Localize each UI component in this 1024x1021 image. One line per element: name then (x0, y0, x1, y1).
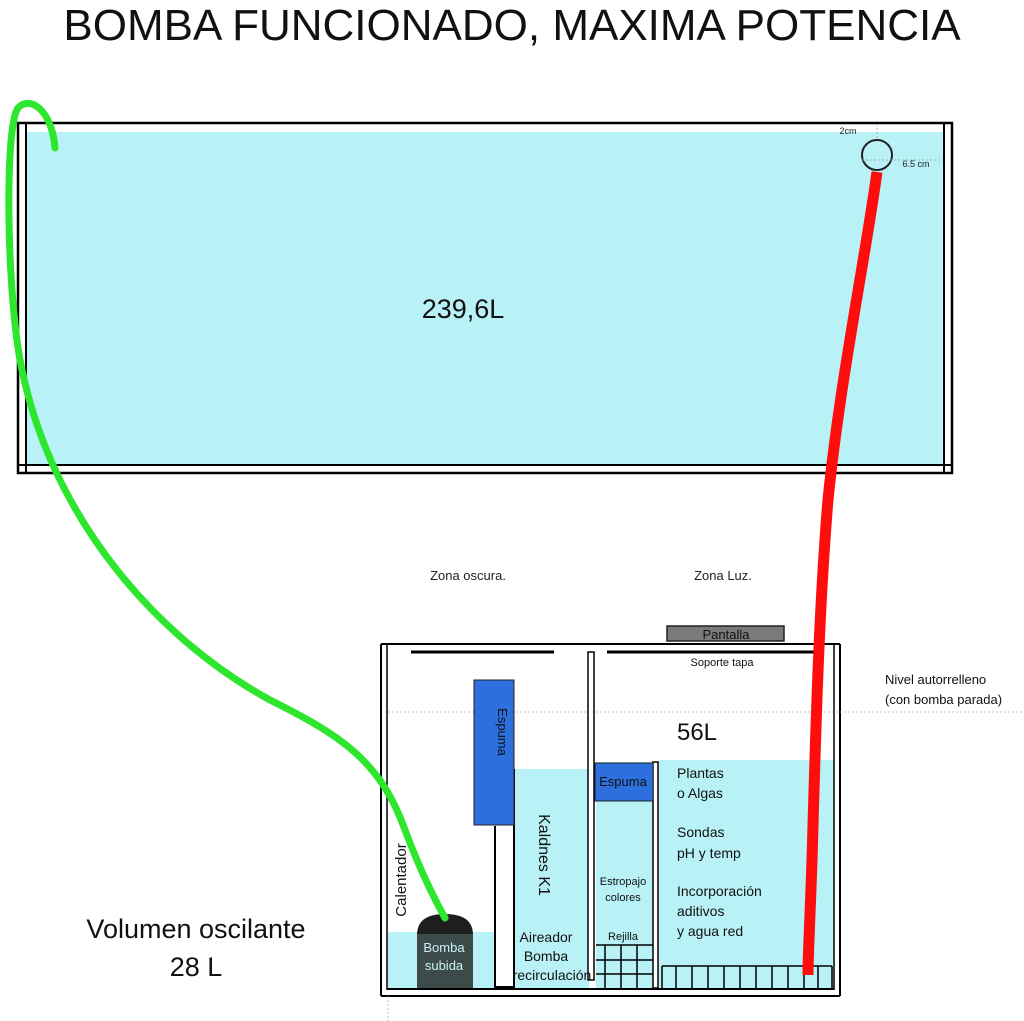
sump-volume: 56L (677, 719, 717, 746)
screen-label: Pantalla (703, 627, 751, 642)
probes-label-1: Sondas (677, 824, 724, 840)
foam-middle (594, 762, 654, 802)
autofill-level-label-1: Nivel autorrelleno (885, 672, 986, 687)
zone-dark-label: Zona oscura. (430, 568, 506, 583)
display-tank-volume: 239,6L (422, 294, 505, 324)
aerator-label-3: recirculación (513, 967, 592, 983)
pump-label-1: Bomba (423, 940, 465, 955)
aerator-label-2: Bomba (524, 948, 569, 964)
overflow-offset-label: 6.5 cm (902, 159, 929, 169)
scourer-label-2: colores (605, 892, 641, 904)
zone-light-label: Zona Luz. (694, 568, 752, 583)
return-hose (802, 171, 883, 976)
overflow-diameter-label: 2cm (839, 126, 856, 136)
sump-water (387, 760, 834, 988)
display-tank-outline (16, 121, 954, 475)
display-tank: 239,6L 2cm 6.5 cm (16, 121, 954, 475)
autofill-level-label-2: (con bomba parada) (885, 692, 1002, 707)
aerator-label-1: Aireador (520, 929, 573, 945)
scourer-label-1: Estropajo (600, 876, 646, 888)
overflow-hole (861, 139, 893, 171)
return-pump-body (417, 934, 473, 988)
diagram-title: BOMBA FUNCIONADO, MAXIMA POTENCIA (63, 1, 961, 50)
grate-label: Rejilla (608, 931, 639, 943)
sump: Pantalla Soporte tapa Nivel autorrelleno… (380, 625, 1024, 1021)
screen-bar (666, 625, 785, 642)
oscillating-volume-label-2: 28 L (170, 952, 223, 982)
media-label: Kaldnes K1 (535, 814, 552, 896)
grate-stairs (596, 944, 653, 989)
plants-label-2: o Algas (677, 785, 723, 801)
lid-support-label: Soporte tapa (691, 657, 755, 669)
additives-label-3: y agua red (677, 923, 743, 939)
plants-label-1: Plantas (677, 765, 724, 781)
intake-hose (5, 100, 449, 922)
foam-left (473, 679, 515, 826)
oscillating-volume-label-1: Volumen oscilante (86, 914, 305, 944)
display-tank-water (26, 132, 944, 465)
heater-label: Calentador (393, 843, 410, 916)
additives-label-1: Incorporación (677, 883, 762, 899)
additives-label-2: aditivos (677, 903, 724, 919)
pump-label-2: subida (425, 958, 464, 973)
probes-label-2: pH y temp (677, 845, 741, 861)
foam-middle-label: Espuma (599, 774, 647, 789)
baffle-middle (587, 651, 595, 981)
baffle-right (652, 761, 659, 989)
foam-left-label: Espuma (495, 708, 510, 756)
water-media-chamber (514, 769, 589, 988)
